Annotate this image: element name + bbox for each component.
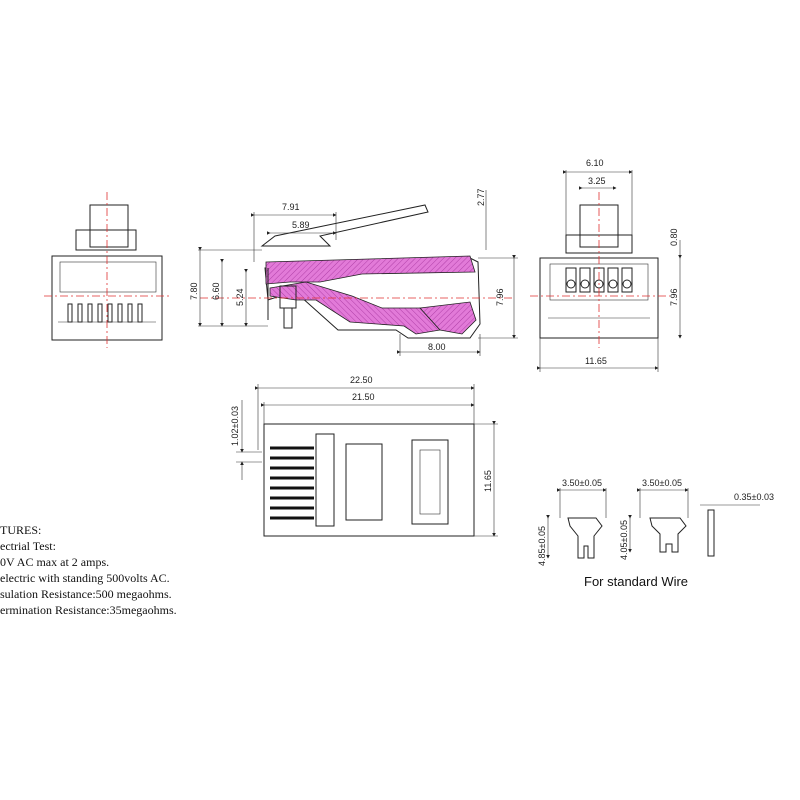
dim-side-latch-height: 2.77 [476,188,486,206]
feature-line: electric with standing 500volts AC. [0,571,170,585]
dim-end-step: 0.80 [669,228,679,246]
dim-end-latch-inner: 3.25 [588,176,606,186]
dim-top-body-length: 21.50 [352,392,375,402]
feature-line: sulation Resistance:500 megaohms. [0,587,172,601]
dim-side-height-contact: 5.24 [235,288,245,306]
dim-side-length-top: 7.91 [282,202,300,212]
front-view [44,192,170,348]
dim-top-contact-pitch: 1.02±0.03 [230,406,240,446]
features-title: TURES: [0,523,42,537]
dim-side-rear-length: 8.00 [428,342,446,352]
dim-side-height-body: 6.60 [211,282,221,300]
dim-contact-b-height: 4.05±0.05 [619,520,629,560]
feature-line: ectrial Test: [0,539,56,553]
dim-contact-thickness: 0.35±0.03 [734,492,774,502]
top-view: 22.50 21.50 1.02±0.03 11.65 [230,375,498,537]
feature-line: 0V AC max at 2 amps. [0,555,110,569]
dim-side-latch: 5.89 [292,220,310,230]
contact-blades [67,303,143,323]
side-section-view: 7.91 5.89 2.77 7.80 6.60 5.24 7.96 8.00 [189,188,518,356]
dim-side-height-overall: 7.80 [189,282,199,300]
dim-contact-a-width: 3.50±0.05 [562,478,602,488]
wire-caption: For standard Wire [584,574,689,589]
dim-contact-b-width: 3.50±0.05 [642,478,682,488]
end-view: 6.10 3.25 0.80 7.96 11.65 [530,158,682,372]
dim-contact-a-height: 4.85±0.05 [537,526,547,566]
dim-end-width: 11.65 [585,356,607,366]
dim-top-width: 11.65 [483,470,493,492]
features-list: TURES: ectrial Test: 0V AC max at 2 amps… [0,522,177,618]
dim-end-latch-width: 6.10 [586,158,604,168]
top-contact-lines [270,446,314,520]
feature-line: ermination Resistance:35megaohms. [0,603,177,617]
dim-side-height-rear: 7.96 [495,288,505,306]
dim-top-overall-length: 22.50 [350,375,373,385]
dim-end-height: 7.96 [669,288,679,306]
contact-details: 3.50±0.05 4.85±0.05 3.50±0.05 4.05±0.05 … [537,478,774,566]
